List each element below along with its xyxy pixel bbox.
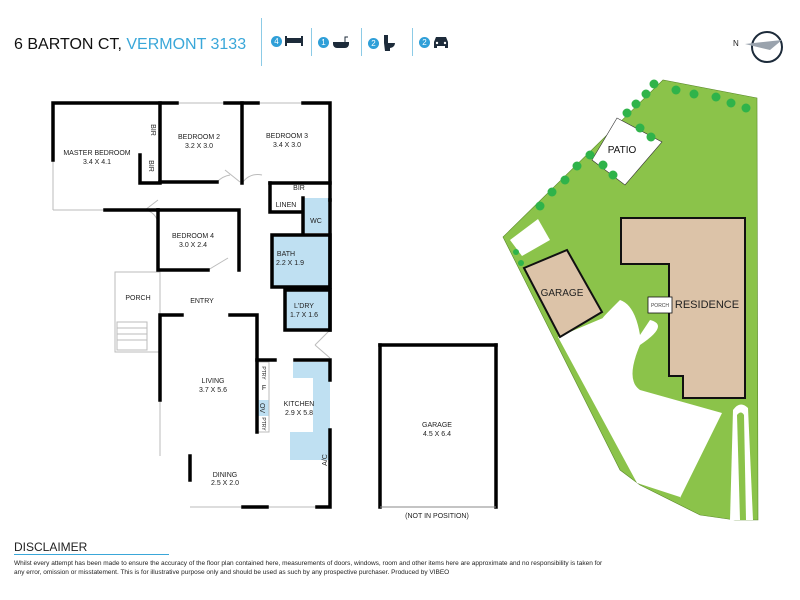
feature-divider [412, 28, 413, 56]
svg-text:L'DRY: L'DRY [294, 303, 314, 310]
disclaimer-underline [14, 554, 169, 555]
svg-text:GARAGE: GARAGE [422, 422, 452, 429]
svg-text:3.2 X 3.0: 3.2 X 3.0 [185, 143, 213, 150]
svg-text:BEDROOM 3: BEDROOM 3 [266, 133, 308, 140]
svg-text:4.5 X 6.4: 4.5 X 6.4 [423, 431, 451, 438]
svg-text:2.9 X 5.8: 2.9 X 5.8 [285, 410, 313, 417]
floor-plan: MASTER BEDROOM 3.4 X 4.1 BEDROOM 2 3.2 X 3… [51, 101, 498, 520]
toilet-icon [384, 35, 395, 51]
bed-icon [285, 36, 303, 46]
svg-text:ENTRY: ENTRY [190, 298, 214, 305]
svg-text:F: F [262, 385, 266, 392]
svg-text:3.0 X 2.4: 3.0 X 2.4 [179, 242, 207, 249]
car-icon [434, 37, 448, 48]
trees [513, 79, 751, 266]
svg-text:LIVING: LIVING [202, 378, 225, 385]
driveway [558, 300, 722, 498]
bath-icon [333, 36, 349, 48]
windows [52, 102, 331, 508]
disclaimer-text: Whilst every attempt has been made to en… [14, 560, 603, 576]
svg-text:PORCH: PORCH [651, 303, 669, 309]
lawn-strip [737, 412, 746, 520]
site-residence [620, 217, 746, 399]
site-plan: PATIO GARAGE RESIDENCE PORCH [502, 79, 759, 521]
svg-text:3.4 X 4.1: 3.4 X 4.1 [83, 159, 111, 166]
svg-text:WC: WC [310, 218, 322, 225]
wet-areas [257, 198, 330, 460]
bedrooms-feature: 4 [271, 35, 303, 47]
disclaimer-heading: DISCLAIMER [14, 540, 88, 554]
svg-text:BIR: BIR [293, 185, 305, 192]
svg-text:3.4 X 3.0: 3.4 X 3.0 [273, 142, 301, 149]
site-porch [647, 296, 673, 314]
garage-feature: 2 [419, 35, 449, 49]
compass: N [733, 31, 783, 63]
svg-text:BEDROOM 2: BEDROOM 2 [178, 134, 220, 141]
property-address: 6 BARTON CT, VERMONT 3133 [14, 36, 247, 53]
svg-text:3.7 X 5.6: 3.7 X 5.6 [199, 387, 227, 394]
svg-text:RESIDENCE: RESIDENCE [675, 299, 739, 311]
svg-text:BIR: BIR [147, 160, 154, 172]
svg-text:GARAGE: GARAGE [541, 288, 584, 299]
walls [51, 101, 498, 509]
svg-text:2.5 X 2.0: 2.5 X 2.0 [211, 480, 239, 487]
svg-text:PORCH: PORCH [125, 295, 150, 302]
svg-text:PTRY: PTRY [260, 366, 266, 380]
svg-text:BIR: BIR [149, 124, 156, 136]
bathrooms-feature: 1 [318, 35, 350, 49]
room-labels: MASTER BEDROOM 3.4 X 4.1 BEDROOM 2 3.2 X 3… [63, 124, 468, 520]
suburb: VERMONT 3133 [126, 36, 247, 53]
svg-text:1.7 X 1.6: 1.7 X 1.6 [290, 312, 318, 319]
toilets-feature: 2 [368, 35, 396, 51]
svg-text:BATH: BATH [277, 251, 295, 258]
compass-ring [751, 31, 783, 63]
svg-text:PATIO: PATIO [608, 145, 637, 156]
svg-text:OV: OV [258, 403, 265, 413]
svg-text:2.2 X 1.9: 2.2 X 1.9 [276, 260, 304, 267]
site-garage [522, 248, 604, 339]
svg-text:A/C: A/C [322, 454, 329, 466]
svg-text:LINEN: LINEN [276, 202, 297, 209]
compass-needle-icon [745, 40, 782, 50]
header-divider [261, 18, 262, 66]
feature-divider [311, 28, 312, 56]
svg-text:(NOT IN POSITION): (NOT IN POSITION) [405, 513, 469, 520]
svg-text:MASTER BEDROOM: MASTER BEDROOM [63, 150, 130, 157]
site-shed [510, 219, 550, 256]
svg-text:KITCHEN: KITCHEN [284, 401, 315, 408]
compass-north: N [733, 39, 739, 48]
svg-text:BEDROOM 4: BEDROOM 4 [172, 233, 214, 240]
feature-divider [361, 28, 362, 56]
svg-text:PTRY: PTRY [260, 417, 266, 431]
svg-text:DINING: DINING [213, 472, 238, 479]
